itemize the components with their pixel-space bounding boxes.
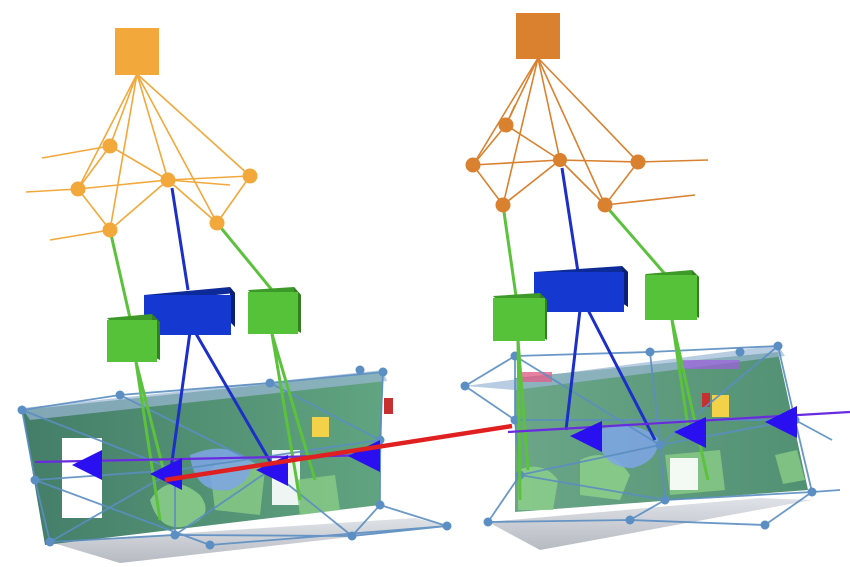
right-graph-edges [472, 57, 709, 206]
right-red-object [702, 393, 710, 407]
right-furniture [580, 455, 630, 500]
direction-blue-arrow-icon [765, 406, 797, 438]
place-node [160, 172, 176, 188]
right-chair-blue [598, 425, 659, 468]
direction-blue-arrow-icon [150, 458, 182, 490]
right-purple-patch [680, 360, 740, 369]
right-room [460, 341, 841, 550]
place-node [209, 215, 225, 231]
place-node [495, 197, 511, 213]
left-red-object [384, 398, 393, 414]
left-object-green-cube-icon [107, 314, 160, 362]
place-node [630, 154, 646, 170]
left-cross-links [108, 187, 317, 521]
right-white-cutout [670, 458, 698, 490]
place-node [498, 117, 514, 133]
loop-closure-edge [164, 423, 513, 483]
right-yellow-object [712, 395, 729, 417]
left-room-node-orange-square-icon [115, 28, 159, 75]
left-yellow-object [312, 417, 329, 437]
right-floor [488, 498, 812, 550]
right-graph-nodes [465, 117, 646, 213]
right-agent-blue-block-icon [534, 266, 628, 312]
left-furniture [295, 475, 340, 515]
right-furniture [518, 466, 558, 510]
direction-blue-arrow-icon [674, 417, 706, 448]
direction-blue-arrow-icon [570, 421, 602, 452]
left-object-green-cube-icon [248, 287, 301, 334]
place-node [102, 138, 118, 154]
right-room-node-orange-square-icon [516, 13, 560, 59]
right-cross-links [501, 167, 710, 501]
place-node [597, 197, 613, 213]
left-graph-nodes [70, 138, 258, 238]
right-object-green-cube-icon [645, 270, 699, 320]
right-object-green-cube-icon [493, 293, 547, 341]
place-node [553, 153, 567, 167]
right-mesh [464, 345, 841, 526]
right-pink-patch [522, 372, 552, 382]
place-node [102, 222, 118, 238]
left-floor [50, 518, 447, 563]
left-graph-edges [25, 73, 251, 241]
left-furniture [150, 483, 206, 528]
right-trajectory [507, 406, 850, 452]
place-node [465, 157, 481, 173]
place-node [242, 168, 258, 184]
place-node [70, 181, 86, 197]
right-furniture [775, 450, 805, 484]
direction-blue-arrow-icon [72, 450, 102, 480]
left-ceiling-strip [22, 370, 387, 420]
